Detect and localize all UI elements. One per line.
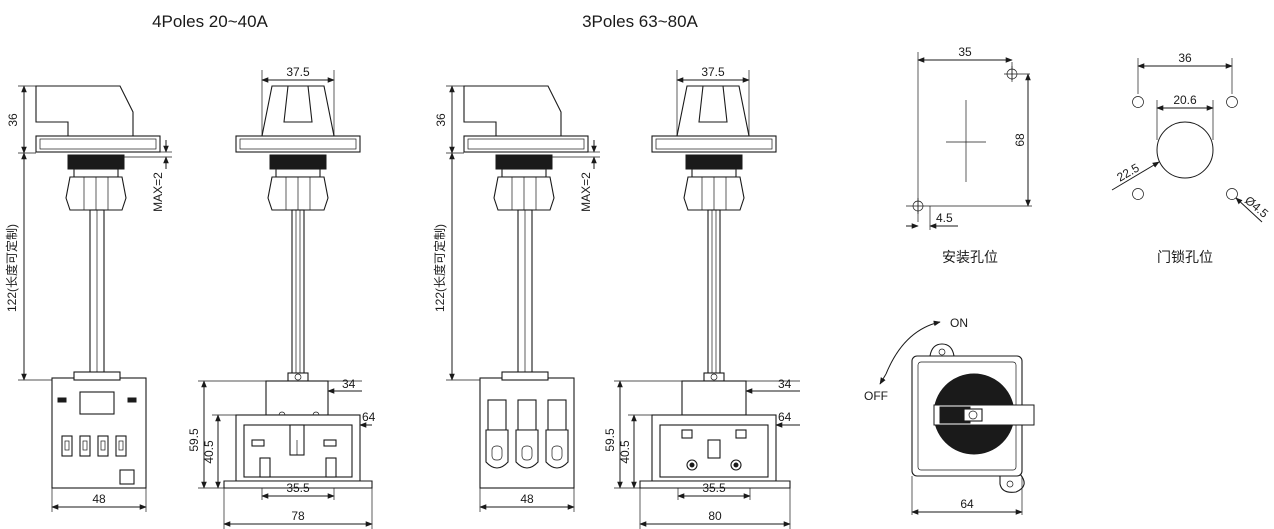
dim-hole-spacing-x: 35 bbox=[958, 45, 972, 59]
dim-handle-width-3p: 37.5 bbox=[701, 65, 725, 79]
dim-foot-span-4p: 35.5 bbox=[286, 481, 310, 495]
dim-body-depth-3p: 34 bbox=[778, 377, 792, 391]
dim-height-total-4p: 59.5 bbox=[187, 428, 201, 452]
dim-body-depth-4p: 34 bbox=[342, 377, 356, 391]
dim-foot-span-3p: 35.5 bbox=[702, 481, 726, 495]
side-view-4poles bbox=[35, 85, 161, 489]
dim-handle-width-4p: 37.5 bbox=[286, 65, 310, 79]
caption-mounting: 安装孔位 bbox=[942, 249, 998, 265]
dim-handle-height-3p: 36 bbox=[434, 113, 448, 127]
dim-lock-hole-spacing: 36 bbox=[1178, 51, 1192, 65]
label-off: OFF bbox=[864, 389, 888, 403]
title-4poles: 4Poles 20~40A bbox=[152, 12, 268, 31]
dim-body-depth2-3p: 64 bbox=[778, 410, 792, 424]
dim-base-width-4p: 48 bbox=[92, 492, 106, 506]
dim-width-4p: 78 bbox=[291, 509, 305, 523]
dim-max-gap-3p: MAX=2 bbox=[579, 172, 593, 212]
caption-door-lock: 门锁孔位 bbox=[1157, 249, 1213, 265]
dim-height-lower-3p: 40.5 bbox=[618, 440, 632, 464]
rotary-switch-front-view: ON OFF 64 bbox=[864, 316, 1035, 515]
front-view-3poles bbox=[639, 85, 791, 489]
dim-shaft-length-3p: 122(长度可定制) bbox=[432, 224, 447, 312]
dim-front-width: 64 bbox=[960, 497, 974, 511]
dim-base-width-3p: 48 bbox=[520, 492, 534, 506]
dimensions-4poles-side: 36 122(长度可定制) MAX=2 48 bbox=[4, 85, 172, 512]
dim-height-total-3p: 59.5 bbox=[603, 428, 617, 452]
dim-hole-spacing-y: 68 bbox=[1013, 133, 1027, 147]
dimensions-3poles-side: 36 122(长度可定制) MAX=2 48 bbox=[432, 85, 600, 512]
dim-lock-center-hole: 20.6 bbox=[1173, 93, 1197, 107]
dim-height-lower-4p: 40.5 bbox=[202, 440, 216, 464]
dimensions-3poles-front: 37.5 34 64 59.5 40.5 35.5 80 bbox=[603, 65, 800, 529]
door-lock-hole-layout: 36 20.6 22.5 Ø4.5 门锁孔位 bbox=[1111, 51, 1271, 265]
dim-body-depth2-4p: 64 bbox=[362, 410, 376, 424]
front-view-4poles bbox=[223, 85, 373, 489]
dim-handle-height: 36 bbox=[6, 113, 20, 127]
side-view-3poles bbox=[463, 85, 589, 489]
dim-shaft-length: 122(长度可定制) bbox=[4, 224, 19, 312]
dim-width-3p: 80 bbox=[708, 509, 722, 523]
dim-max-gap: MAX=2 bbox=[151, 172, 165, 212]
dim-hole-offset: 4.5 bbox=[936, 211, 953, 225]
label-on: ON bbox=[950, 316, 968, 330]
mounting-hole-layout: 35 68 4.5 安装孔位 bbox=[906, 45, 1032, 265]
dimensions-4poles-front: 37.5 34 64 59.5 40.5 35.5 78 bbox=[187, 65, 376, 529]
title-3poles: 3Poles 63~80A bbox=[582, 12, 698, 31]
